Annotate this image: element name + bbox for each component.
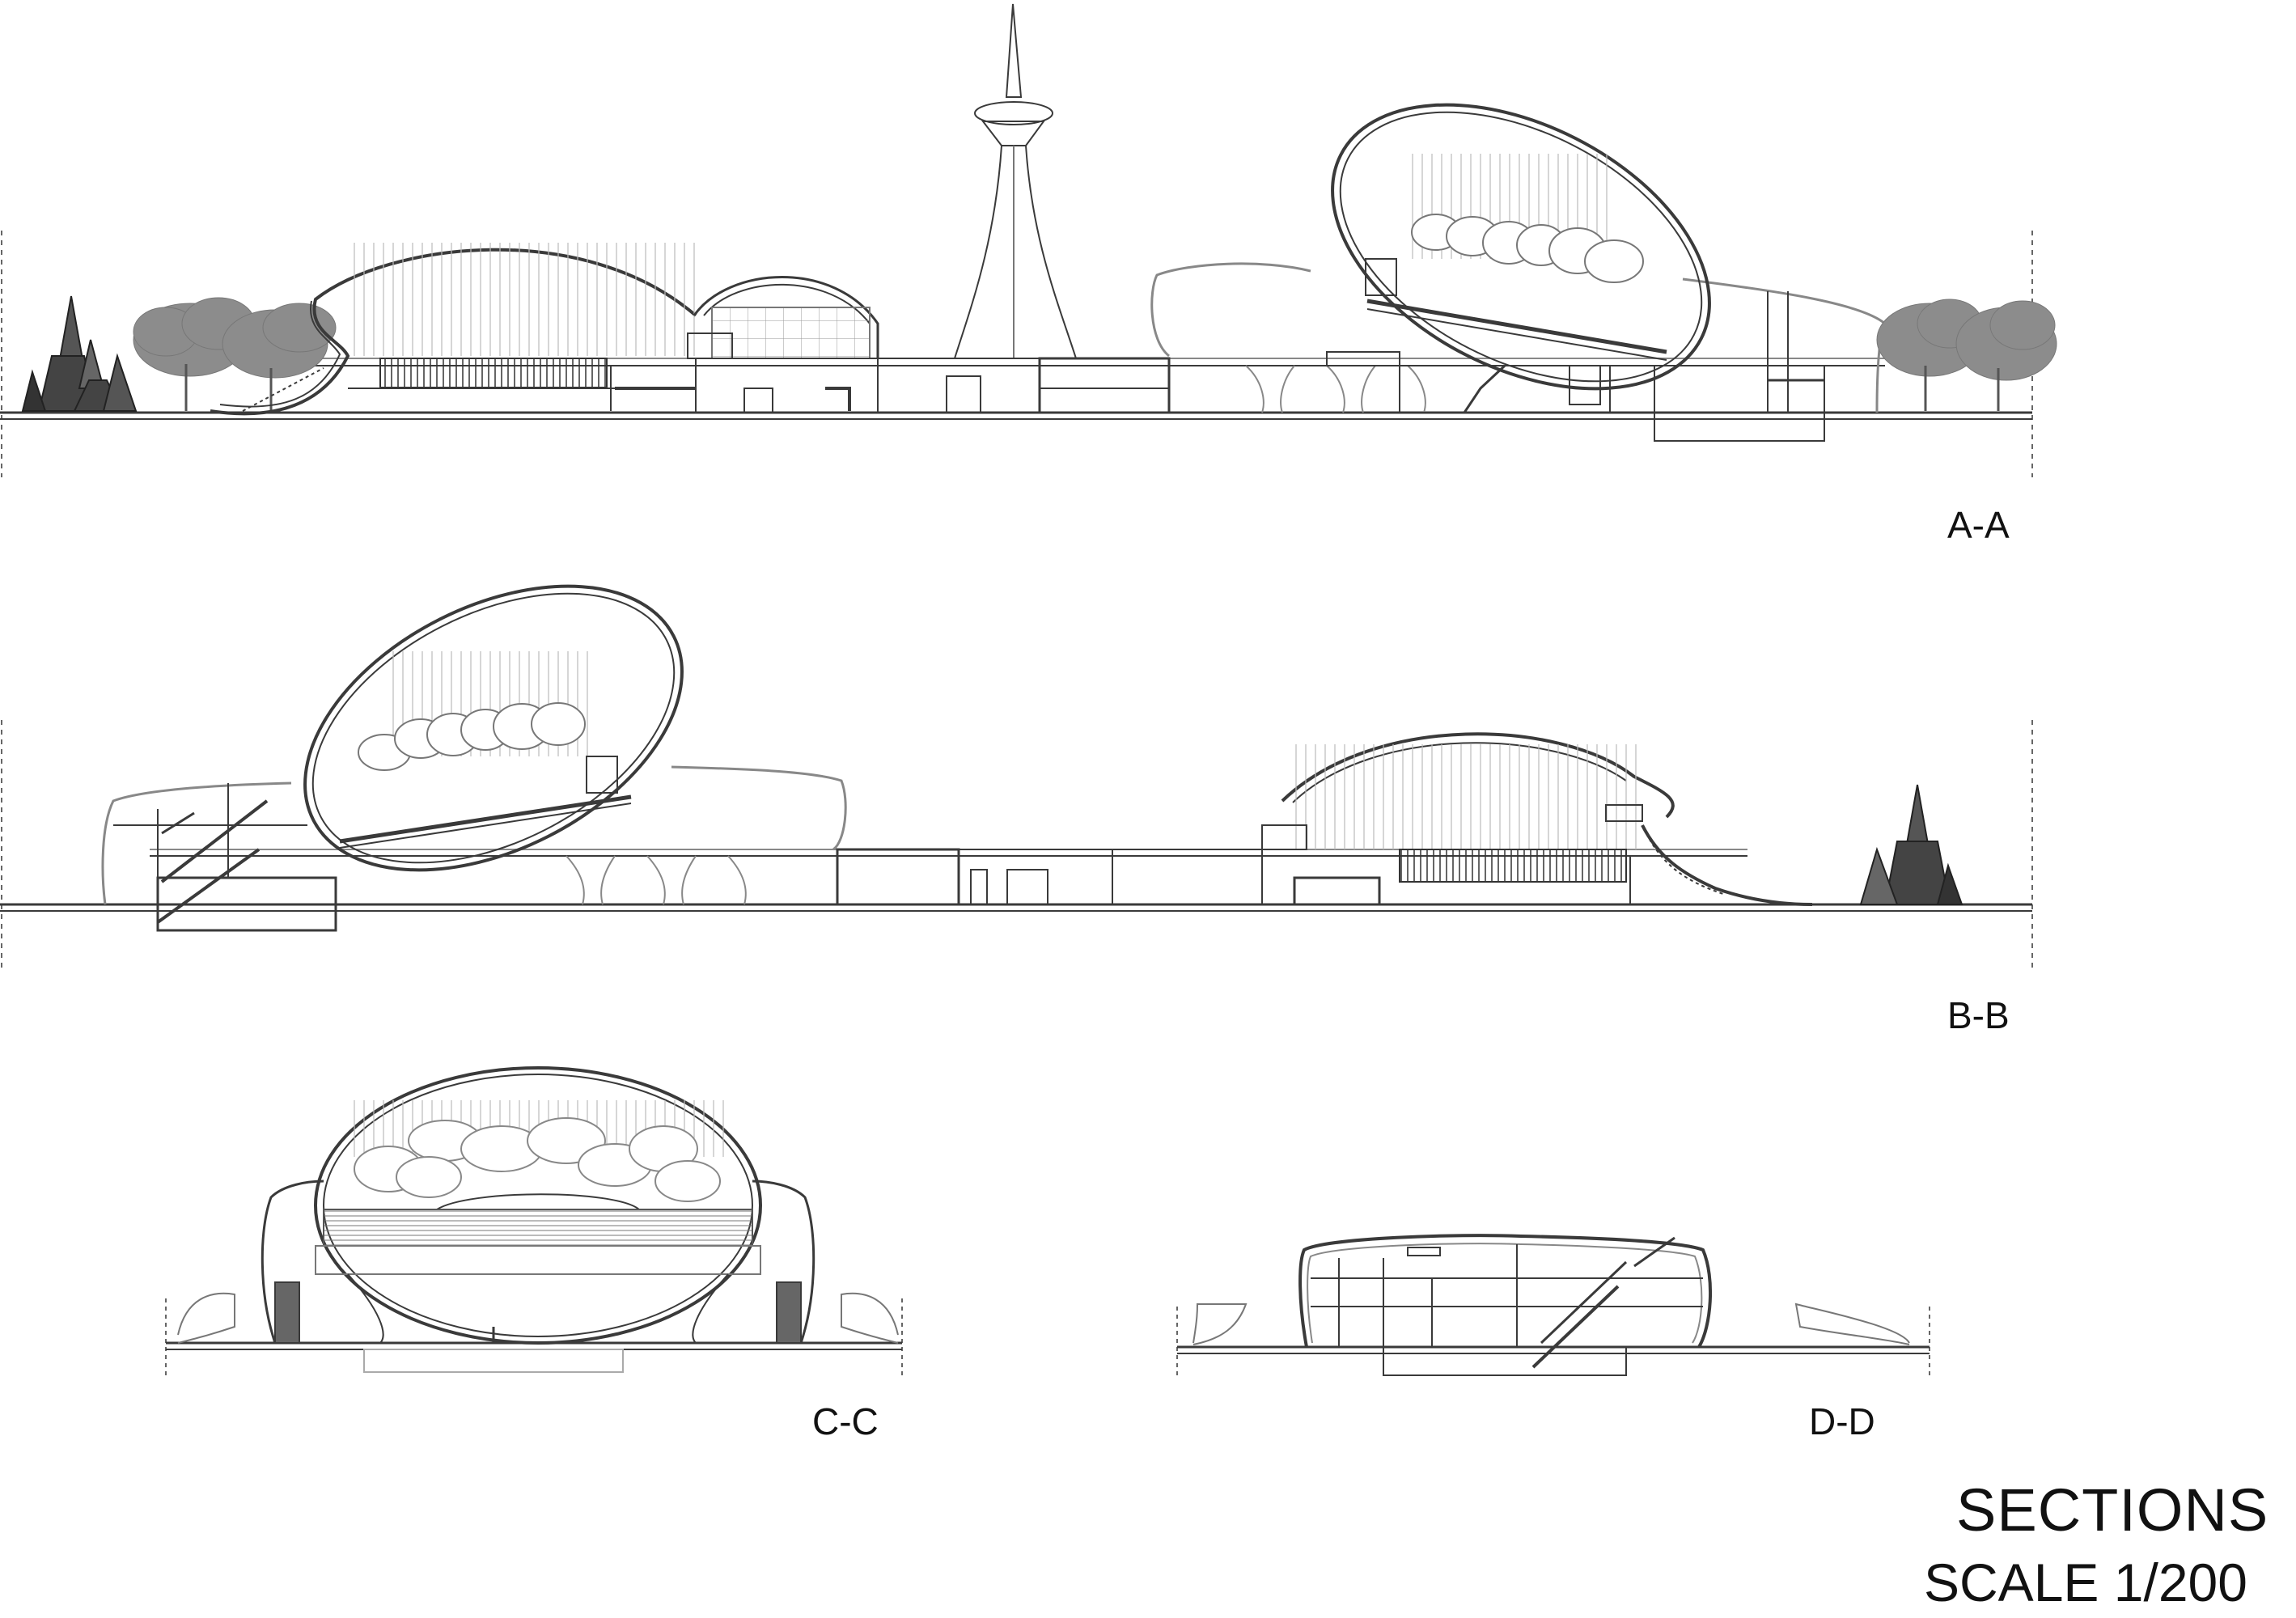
- section-a-a-drawing: [0, 3, 2057, 477]
- observation-tower: [954, 3, 1077, 359]
- section-d-d-drawing: [1176, 1234, 1930, 1376]
- section-label-c-c: C-C: [812, 1400, 879, 1442]
- trees-right: [1876, 299, 2057, 411]
- section-label-d-d: D-D: [1809, 1400, 1875, 1442]
- section-b-b-drawing: [0, 584, 2033, 971]
- right-auditorium-b: [1261, 732, 1813, 906]
- glass-dome: [687, 276, 879, 413]
- left-auditorium-shell: [210, 243, 697, 416]
- left-wing-b: [101, 584, 847, 932]
- trees-left: [133, 297, 337, 411]
- stupa-group-right: [1859, 784, 1963, 905]
- section-c-c-drawing: [165, 1066, 903, 1375]
- central-block-b: [836, 848, 1263, 906]
- sheet-title: SECTIONS: [1956, 1476, 2269, 1544]
- sheet-scale: SCALE 1/200: [1924, 1552, 2247, 1612]
- stupa-group-left: [21, 295, 138, 412]
- section-label-b-b: B-B: [1947, 994, 2010, 1036]
- central-block: [877, 357, 1171, 414]
- section-label-a-a: A-A: [1947, 504, 2010, 546]
- right-auditorium: [1150, 103, 1887, 442]
